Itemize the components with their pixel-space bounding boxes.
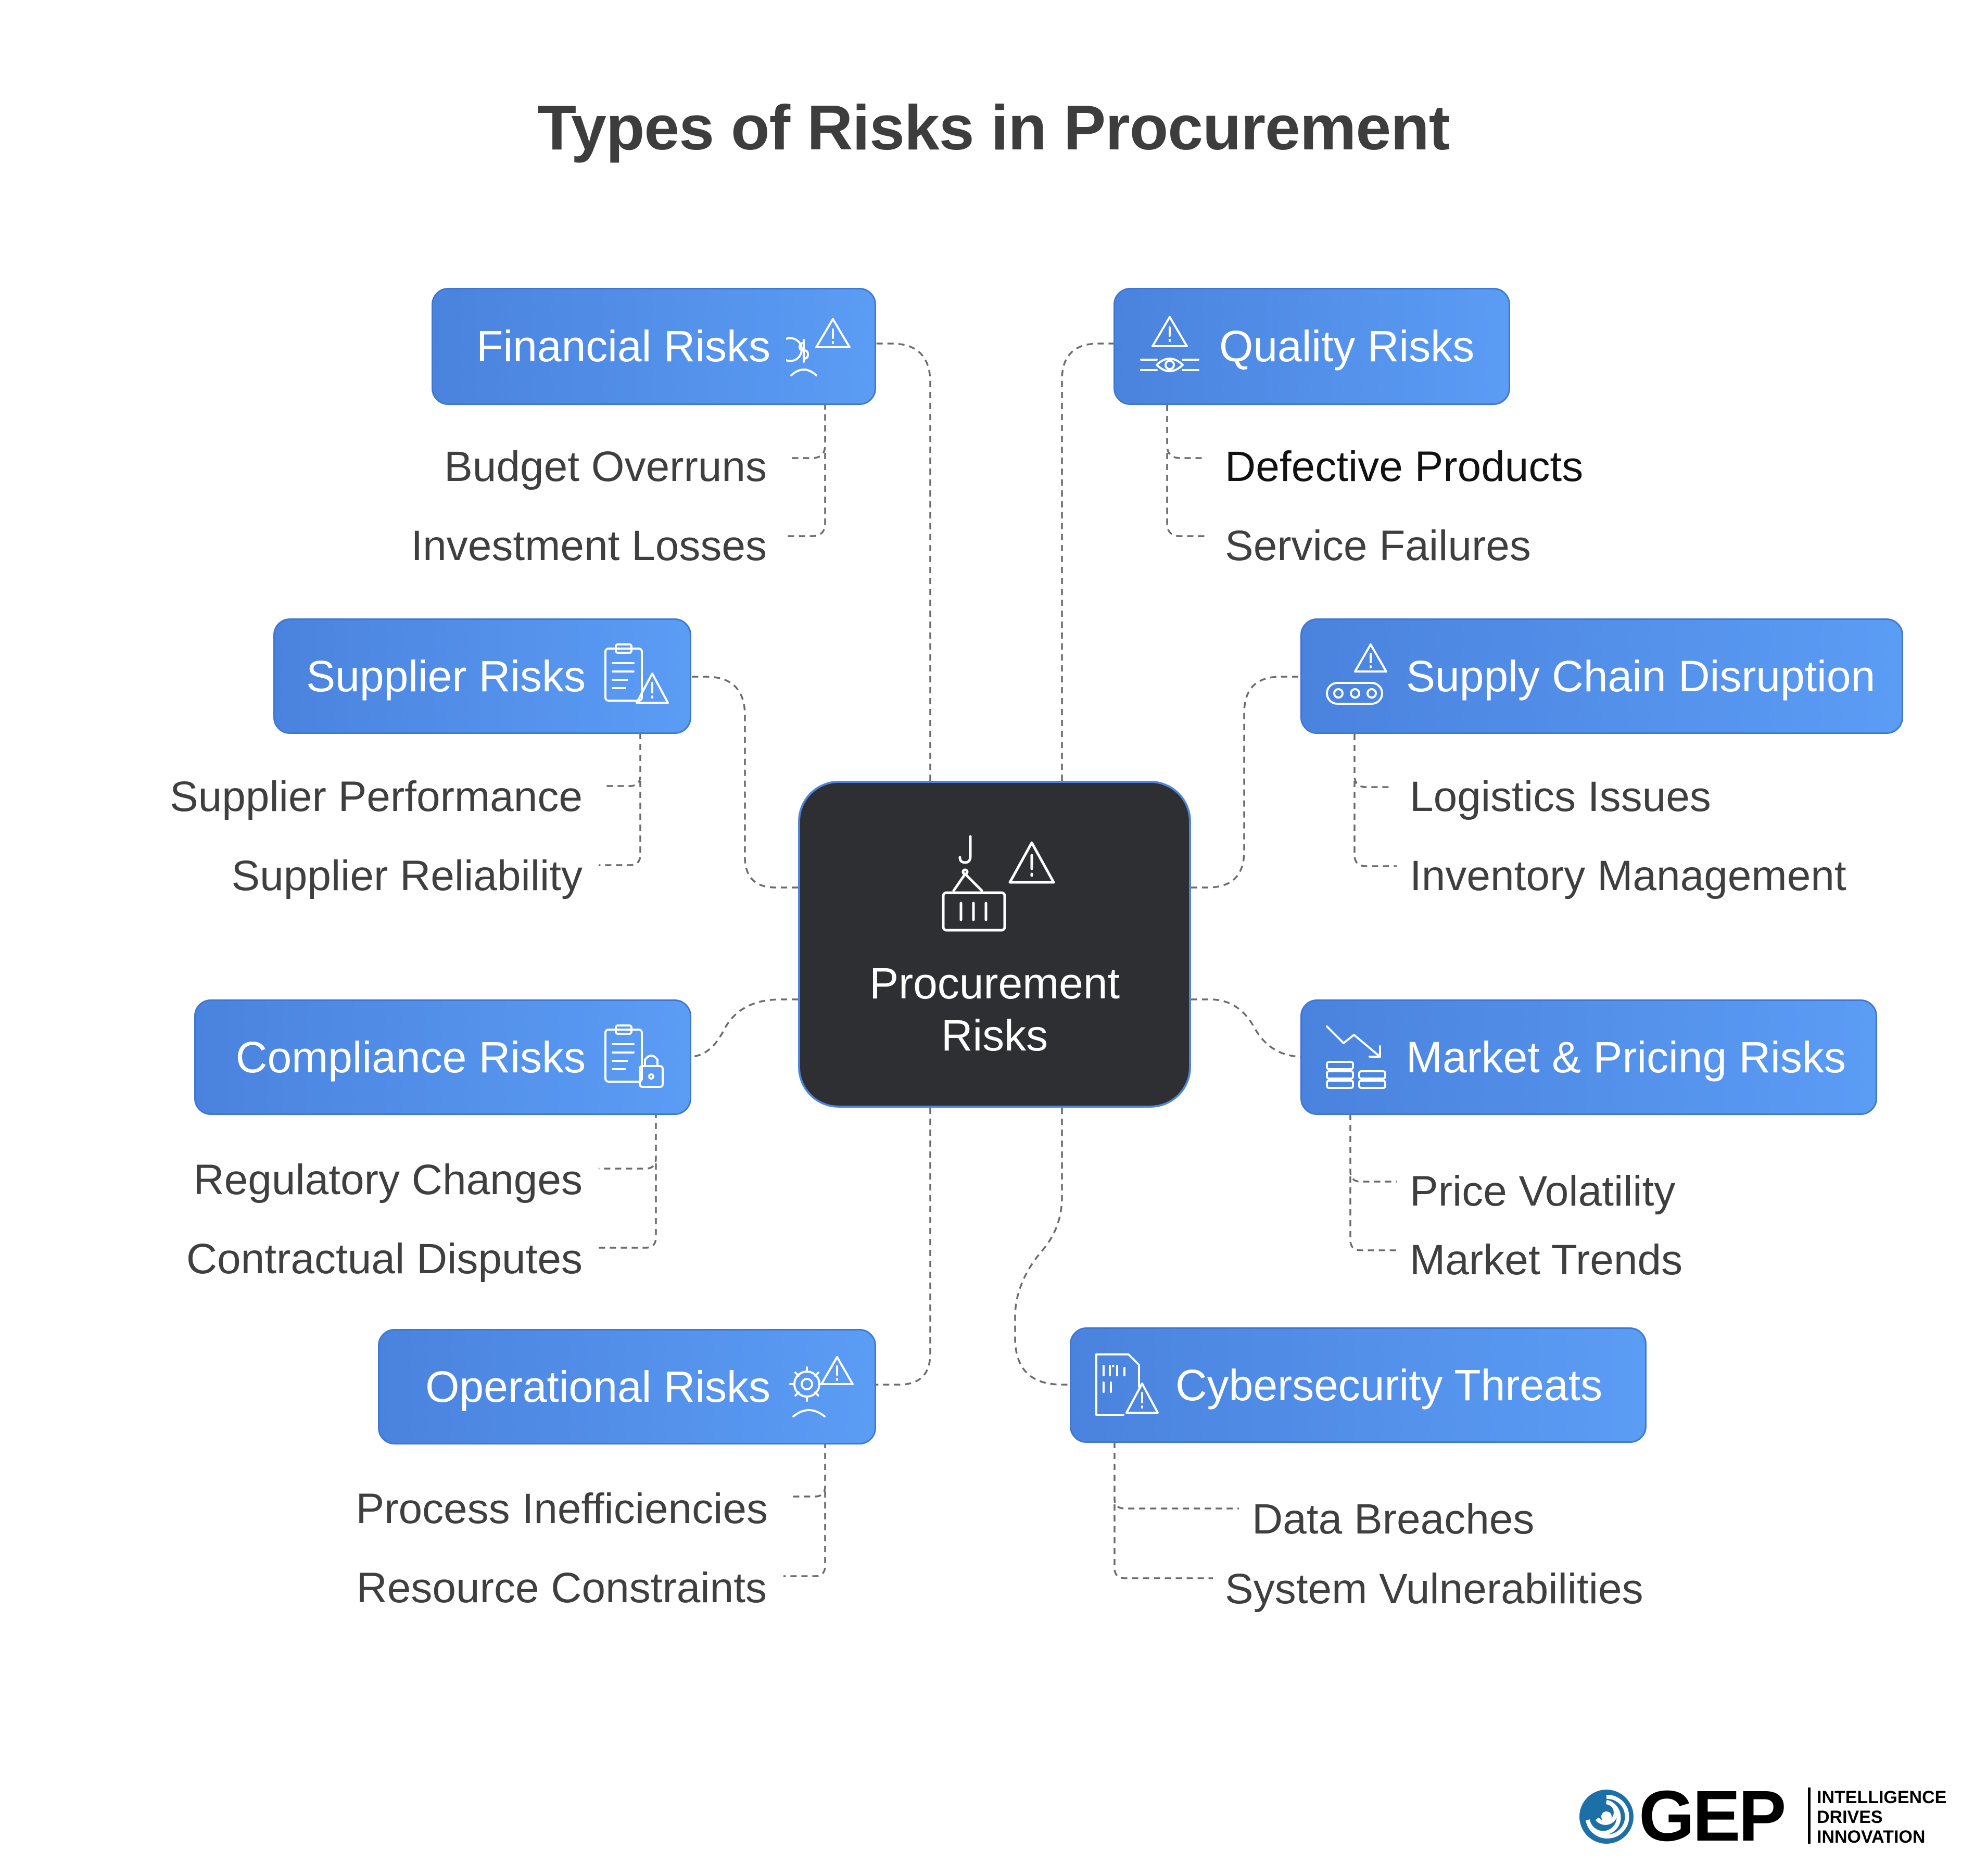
quality-warning-icon: [1140, 315, 1199, 372]
binary-file-warning-icon: [1095, 1353, 1159, 1416]
compliance-risks-node[interactable]: Compliance Risks: [194, 999, 691, 1115]
leaf-investment-losses: Investment Losses: [411, 522, 767, 569]
leaf-supplier-reliability: Supplier Reliability: [231, 852, 583, 899]
leaf-resource-constraints: Resource Constraints: [356, 1564, 767, 1612]
price-drop-icon: [1326, 1025, 1386, 1089]
market-pricing-risks-label: Market & Pricing Risks: [1406, 1032, 1846, 1082]
leaf-price-volatility: Price Volatility: [1410, 1168, 1676, 1215]
page-title: Types of Risks in Procurement: [537, 92, 1450, 163]
leaf-process-inefficiencies: Process Inefficiencies: [356, 1485, 768, 1532]
market-pricing-risks-node[interactable]: Market & Pricing Risks: [1300, 999, 1877, 1115]
financial-risks-node[interactable]: Financial Risks: [432, 288, 876, 405]
crane-container-warning-icon: [942, 835, 1055, 932]
clipboard-warning-icon: [604, 643, 669, 704]
leaf-supplier-performance: Supplier Performance: [169, 773, 583, 820]
gep-swirl-icon: [1579, 1790, 1634, 1844]
logo-divider: [1808, 1788, 1811, 1844]
supplier-risks-node[interactable]: Supplier Risks: [273, 618, 691, 734]
leaf-service-failures: Service Failures: [1225, 522, 1531, 569]
leaf-system-vulnerabilities: System Vulnerabilities: [1225, 1565, 1643, 1613]
conveyor-warning-icon: [1326, 643, 1387, 705]
leaf-contractual-disputes: Contractual Disputes: [186, 1235, 583, 1283]
financial-risks-label: Financial Risks: [476, 322, 770, 371]
clipboard-lock-icon: [604, 1024, 664, 1088]
quality-risks-node[interactable]: Quality Risks: [1113, 288, 1510, 405]
leaf-budget-overruns: Budget Overruns: [444, 443, 767, 490]
leaf-defective-products: Defective Products: [1225, 443, 1584, 490]
leaf-inventory-management: Inventory Management: [1410, 852, 1846, 899]
operational-risks-node[interactable]: Operational Risks: [378, 1329, 876, 1444]
operational-risks-label: Operational Risks: [425, 1362, 770, 1411]
leaf-data-breaches: Data Breaches: [1252, 1495, 1535, 1543]
leaf-regulatory-changes: Regulatory Changes: [193, 1156, 583, 1203]
supplier-risks-label: Supplier Risks: [306, 651, 586, 701]
cybersecurity-threats-node[interactable]: Cybersecurity Threats: [1070, 1327, 1647, 1443]
quality-risks-label: Quality Risks: [1219, 322, 1475, 371]
leaf-market-trends: Market Trends: [1410, 1236, 1683, 1284]
gear-person-warning-icon: [789, 1355, 854, 1417]
gep-tagline: INTELLIGENCE DRIVES INNOVATION: [1817, 1788, 1947, 1847]
supply-chain-disruption-label: Supply Chain Disruption: [1406, 651, 1876, 701]
leaf-logistics-issues: Logistics Issues: [1410, 773, 1711, 820]
money-warning-icon: [786, 318, 851, 376]
cybersecurity-threats-label: Cybersecurity Threats: [1175, 1360, 1603, 1410]
gep-wordmark: GEP: [1639, 1776, 1786, 1856]
supply-chain-disruption-node[interactable]: Supply Chain Disruption: [1300, 618, 1903, 734]
compliance-risks-label: Compliance Risks: [235, 1032, 586, 1082]
